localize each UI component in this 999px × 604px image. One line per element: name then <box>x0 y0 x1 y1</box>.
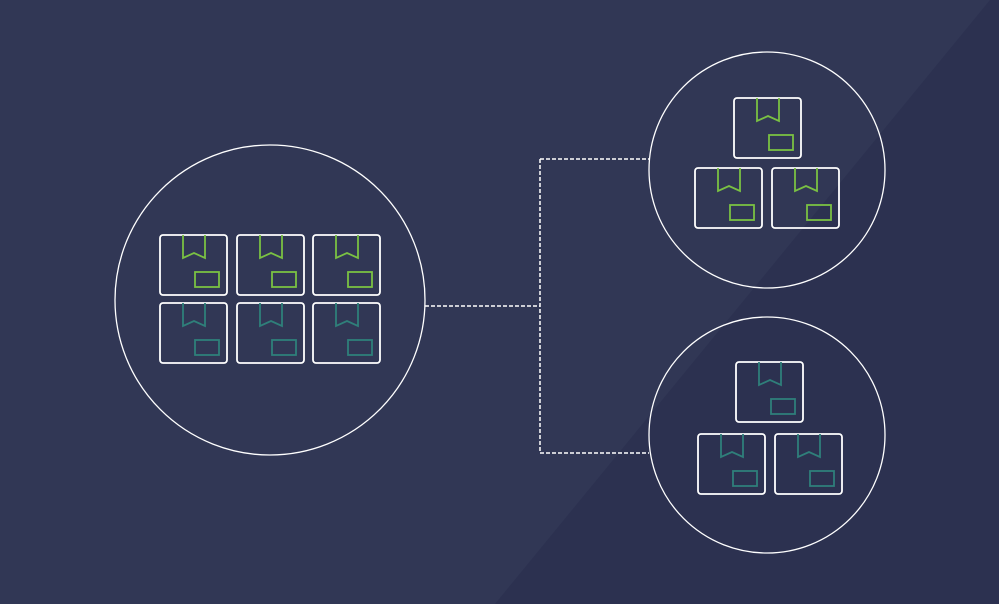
ribbon-tag-icon <box>756 98 780 123</box>
source-circle <box>114 144 426 456</box>
ribbon-tag-icon <box>794 168 818 193</box>
package-box-icon <box>771 167 840 229</box>
box-outline <box>312 302 381 364</box>
box-outline <box>694 167 763 229</box>
target-circle-bottom <box>648 316 886 554</box>
box-outline <box>733 97 802 159</box>
shipping-label-icon <box>271 271 297 288</box>
ribbon-tag-icon <box>335 235 359 260</box>
ribbon-tag-icon <box>797 434 821 459</box>
target-circle-top <box>648 51 886 289</box>
box-outline <box>236 234 305 296</box>
ribbon-tag-icon <box>720 434 744 459</box>
ribbon-tag-icon <box>259 235 283 260</box>
box-outline <box>159 234 228 296</box>
ribbon-tag-icon <box>335 303 359 328</box>
package-box-icon <box>312 234 381 296</box>
box-outline <box>774 433 843 495</box>
package-box-icon <box>697 433 766 495</box>
shipping-label-icon <box>194 271 220 288</box>
box-outline <box>697 433 766 495</box>
ribbon-tag-icon <box>182 235 206 260</box>
package-box-icon <box>312 302 381 364</box>
package-box-icon <box>159 302 228 364</box>
package-box-icon <box>733 97 802 159</box>
shipping-label-icon <box>347 339 373 356</box>
shipping-label-icon <box>729 204 755 221</box>
package-box-icon <box>236 234 305 296</box>
box-outline <box>312 234 381 296</box>
shipping-label-icon <box>809 470 835 487</box>
shipping-label-icon <box>732 470 758 487</box>
ribbon-tag-icon <box>182 303 206 328</box>
dashed-connector <box>425 158 649 454</box>
package-box-icon <box>735 361 804 423</box>
ribbon-tag-icon <box>259 303 283 328</box>
box-outline <box>159 302 228 364</box>
package-box-icon <box>236 302 305 364</box>
ribbon-tag-icon <box>758 362 782 387</box>
package-box-icon <box>774 433 843 495</box>
package-box-icon <box>159 234 228 296</box>
shipping-label-icon <box>347 271 373 288</box>
box-outline <box>236 302 305 364</box>
box-outline <box>735 361 804 423</box>
shipping-label-icon <box>768 134 794 151</box>
shipping-label-icon <box>806 204 832 221</box>
shipping-label-icon <box>770 398 796 415</box>
box-outline <box>771 167 840 229</box>
package-box-icon <box>694 167 763 229</box>
shipping-label-icon <box>271 339 297 356</box>
shipping-label-icon <box>194 339 220 356</box>
ribbon-tag-icon <box>717 168 741 193</box>
